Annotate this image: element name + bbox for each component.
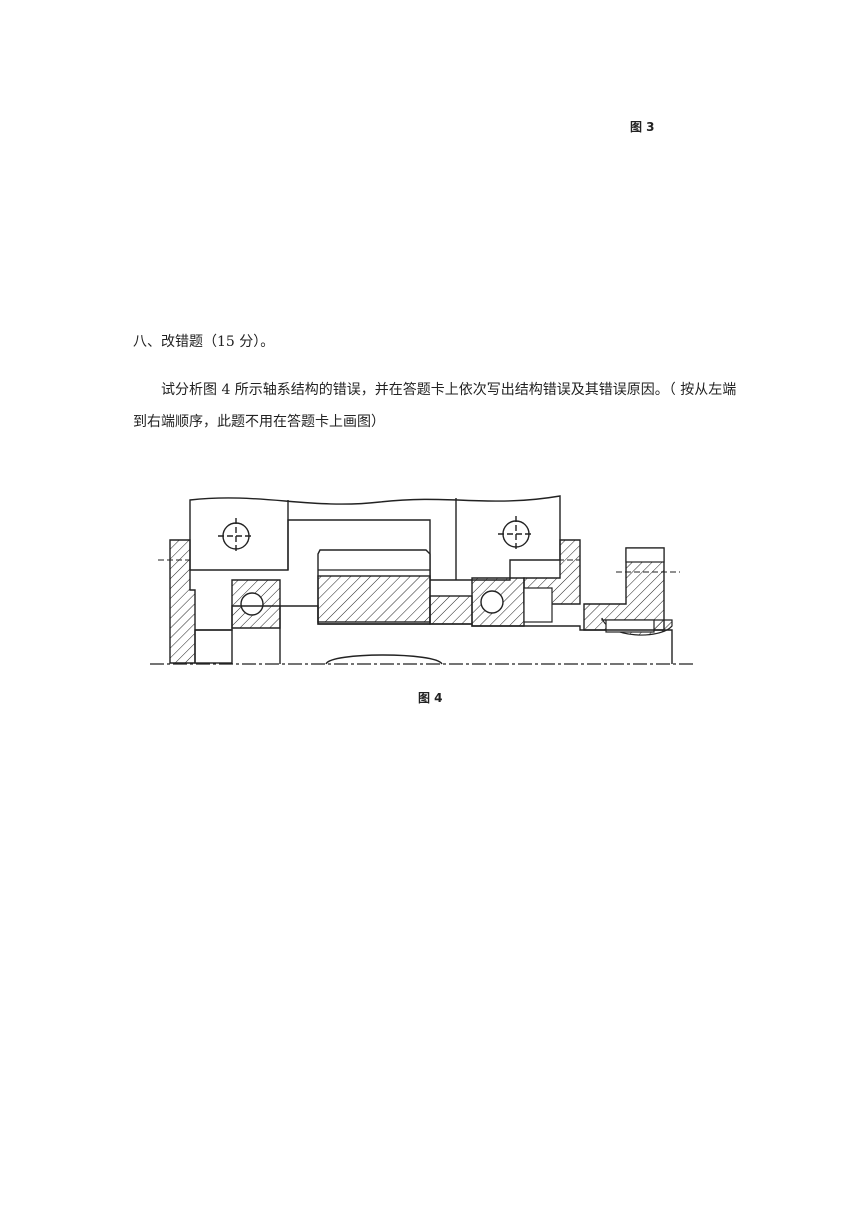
left-bearing-cap (169, 539, 196, 664)
shaft (195, 605, 673, 664)
section-heading: 八、改错题（15 分）。 (133, 334, 275, 350)
question-text: 试分析图 4 所示轴系结构的错误，并在答题卡上依次写出结构错误及其错误原因。（ … (133, 382, 737, 430)
left-bearing-ball (240, 592, 264, 616)
figure-4-caption: 图 4 (418, 691, 443, 705)
key (605, 619, 655, 633)
figure-3-caption: 图 3 (630, 120, 655, 134)
right-bearing-ball (480, 590, 504, 614)
housing-outline (189, 495, 561, 581)
shaft-assembly-drawing (150, 495, 696, 665)
